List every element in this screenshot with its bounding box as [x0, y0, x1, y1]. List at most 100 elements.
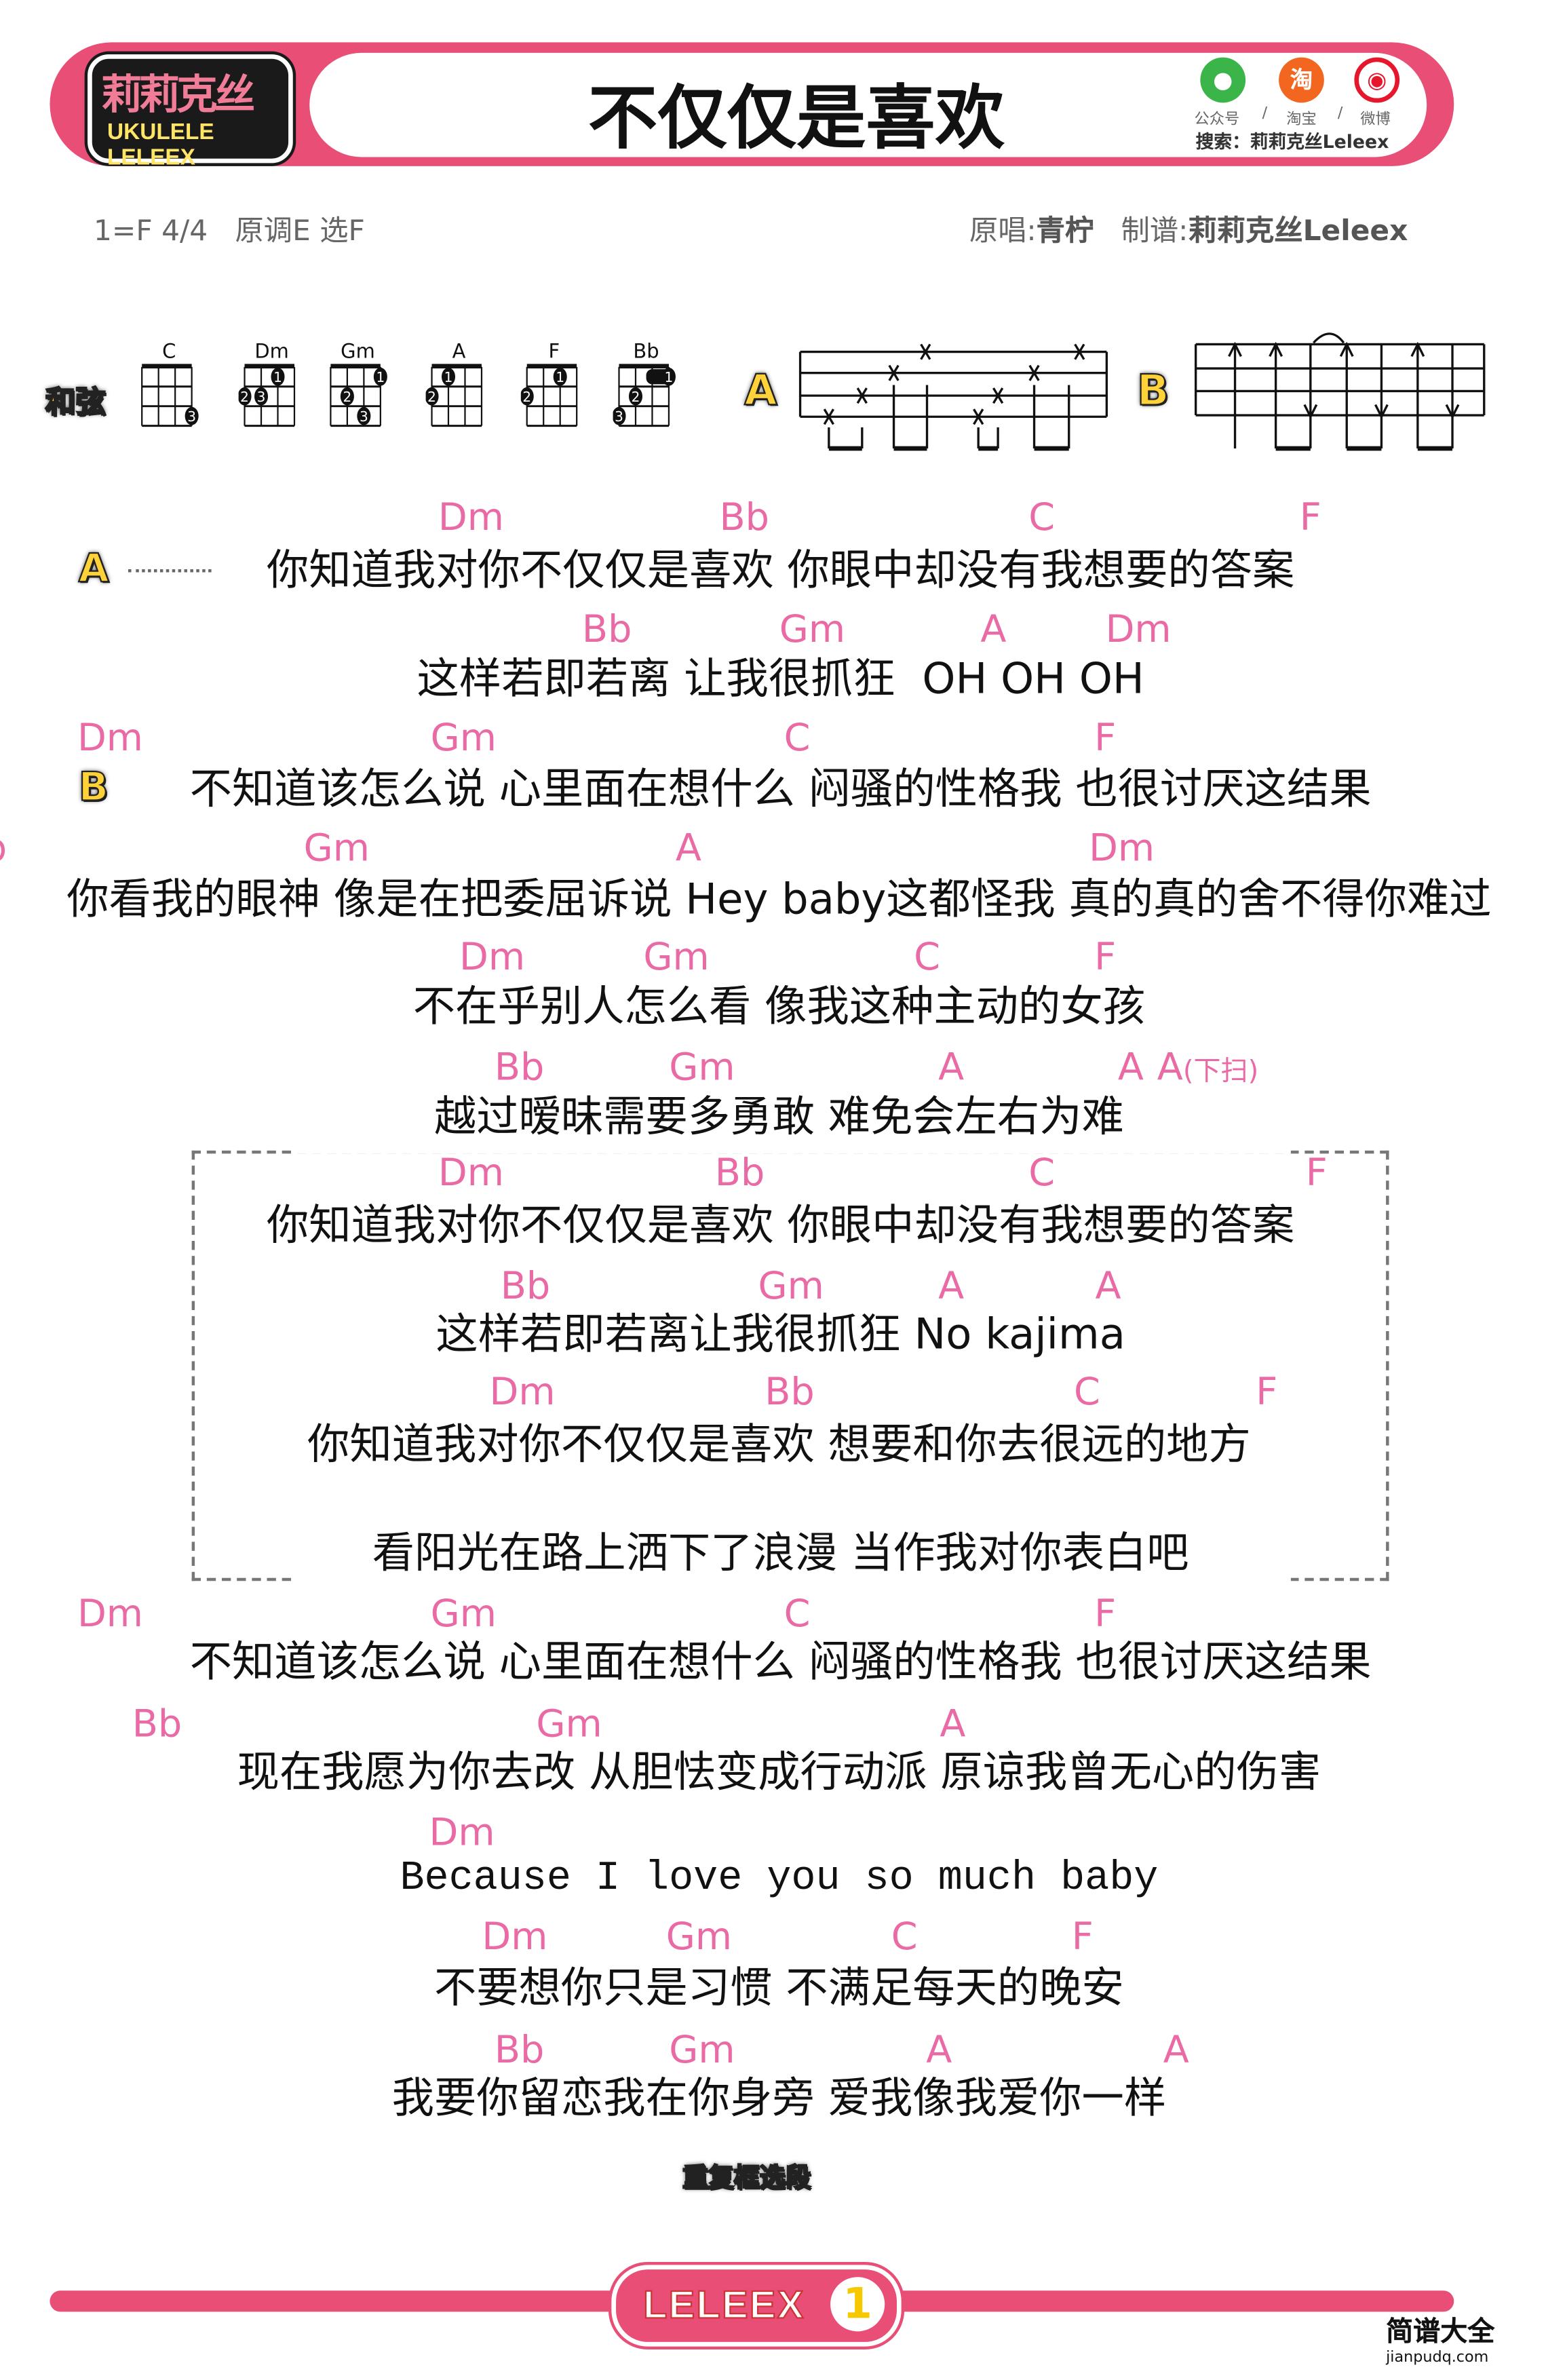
chord-label: Bb [501, 1267, 551, 1305]
chord-label: A [980, 610, 1006, 648]
lyric-line: 不知道该怎么说 心里面在想什么 闷骚的性格我 也很讨厌这结果 [189, 764, 1372, 814]
chord-diagram-c: 3 [141, 364, 199, 427]
key-info: 1=F 4/4 原调E 选F [94, 208, 365, 249]
section-marker-a: A [78, 546, 110, 593]
chord-name: F [1071, 1915, 1094, 1959]
finger-dot [340, 387, 354, 406]
chord-name: Gm [758, 1263, 824, 1308]
footer-badge-text: LELEEX [642, 2281, 805, 2328]
chord-name: Bb [500, 1263, 551, 1308]
lyric-line: 你看我的眼神 像是在把委屈诉说 Hey baby这都怪我 真的真的舍不得你难过 [66, 874, 1492, 925]
finger-dot [628, 387, 642, 406]
lyric-line: 不知道该怎么说 心里面在想什么 闷骚的性格我 也很讨厌这结果 [189, 1636, 1372, 1687]
svg-text:1: 1 [376, 369, 385, 385]
chord-diagram-name: Gm [341, 341, 375, 364]
arranger: 莉莉克丝Leleex [1188, 214, 1408, 248]
svg-text:1: 1 [444, 369, 453, 385]
chord-name: A [938, 1263, 965, 1308]
social-sep-2: / [1337, 105, 1343, 123]
chord-diagram-f: 12 [520, 364, 578, 427]
finger-dot [553, 367, 567, 386]
chord-name: Bb [132, 1702, 182, 1746]
weibo-icon[interactable]: ◉ [1354, 57, 1400, 103]
social-label-wechat: 公众号 [1194, 111, 1240, 129]
chord-label: C [784, 1594, 811, 1632]
singer: 青柠 [1036, 214, 1094, 248]
lyric-line: 这样若即若离让我很抓狂 No kajima [436, 1309, 1125, 1360]
chord-label: F [1306, 1153, 1328, 1191]
chord-label: Gm [304, 829, 370, 867]
chord-label: Gm [536, 1705, 602, 1743]
chord-label: Dm [438, 498, 504, 536]
chord-name: A [675, 826, 701, 870]
svg-text:3: 3 [615, 408, 623, 425]
taobao-icon[interactable]: 淘 [1279, 57, 1324, 103]
finger-dot [373, 367, 387, 386]
chord-label: Gm [669, 2031, 735, 2069]
repeat-note: 重复框选段 [682, 2163, 811, 2195]
chord-name: Dm [438, 1150, 504, 1195]
chord-label: Bb [715, 1153, 765, 1191]
chord-label: A [938, 1048, 964, 1086]
chord-name: C [1073, 1369, 1100, 1414]
chord-name: Gm [430, 1591, 497, 1636]
chord-label: A [676, 829, 701, 867]
chord-label: Gm [643, 938, 709, 976]
svg-text:3: 3 [187, 408, 196, 425]
chord-name: Gm [430, 715, 497, 760]
chord-label: F [1300, 498, 1321, 536]
chord-name: F [1094, 1591, 1117, 1636]
chord-label: Dm [438, 1153, 504, 1191]
chord-label: C [784, 718, 811, 756]
footer-badge-number: 1 [830, 2277, 885, 2332]
lyric-line: 不在乎别人怎么看 像我这种主动的女孩 [412, 981, 1146, 1032]
lyric-line: Because I love you so much baby [400, 1857, 1159, 1903]
chord-label: F [1094, 1594, 1116, 1632]
singer-label: 原唱: [969, 214, 1037, 248]
chord-name: Gm [643, 934, 710, 979]
chord-label: C [1028, 1153, 1055, 1191]
chord-name: Gm [303, 826, 370, 870]
chord-label: Bb [765, 1373, 815, 1410]
chord-diagram-a: 12 [425, 364, 483, 427]
lyric-line: 你知道我对你不仅仅是喜欢 你眼中却没有我想要的答案 [266, 545, 1295, 595]
chord-name: Dm [77, 715, 143, 760]
chord-name: F [1299, 495, 1321, 539]
chord-name: Gm [536, 1702, 602, 1746]
chord-label: Dm [1106, 610, 1172, 648]
finger-dot [357, 406, 371, 425]
watermark: 简谱大全 jianpudq.com [1386, 2310, 1494, 2366]
wechat-icon[interactable]: ● [1200, 57, 1246, 103]
chord-label: A [938, 1267, 964, 1305]
chord-name: C [784, 1591, 811, 1636]
chord-name: A [938, 1045, 965, 1089]
key-time: 1=F 4/4 [93, 214, 208, 248]
lyric-line: 这样若即若离 让我很抓狂 OH OH OH [417, 653, 1144, 704]
strum-pattern-a [798, 343, 1108, 451]
chord-name: Gm [779, 607, 846, 651]
chord-label: A [926, 2031, 952, 2069]
chord-name: Bb [494, 2027, 545, 2072]
chord-name: A [1157, 1045, 1183, 1089]
arranger-label: 制谱: [1121, 214, 1189, 248]
finger-dot [661, 367, 676, 386]
chord-name: A [926, 2027, 952, 2072]
pattern-a-label: A [743, 364, 777, 416]
lyric-line: 越过暧昧需要多勇敢 难免会左右为难 [433, 1092, 1124, 1142]
chords-label: 和弦 [45, 383, 107, 421]
chord-name: A [940, 1702, 966, 1746]
chord-name: Dm [459, 934, 526, 979]
chord-label: Dm [490, 1373, 556, 1410]
chord-name: C [1028, 495, 1056, 539]
leader-dots [128, 569, 212, 573]
chord-label: Gm [758, 1267, 824, 1305]
svg-text:2: 2 [240, 389, 249, 405]
box-gap-top [294, 1145, 1291, 1154]
chord-name: Dm [1105, 607, 1172, 651]
chord-name: Bb [714, 1150, 765, 1195]
svg-text:2: 2 [427, 389, 436, 405]
chord-label: Gm [431, 718, 497, 756]
chord-name: Dm [429, 1810, 495, 1855]
chord-diagram-name: F [548, 341, 560, 364]
